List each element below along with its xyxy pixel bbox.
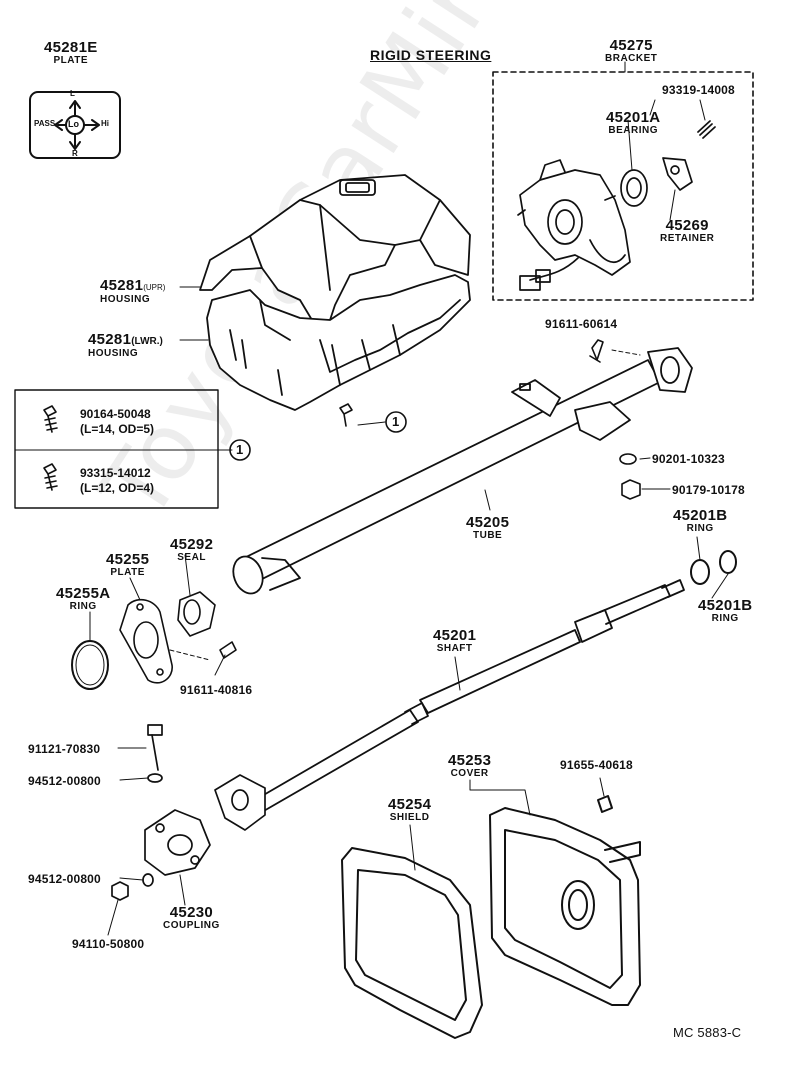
part-94512-00800-top: 94512-00800 bbox=[28, 774, 101, 788]
bracket-assembly-box bbox=[492, 71, 754, 301]
plate-icon-top: L bbox=[70, 89, 75, 98]
part-90179-10178: 90179-10178 bbox=[672, 483, 745, 497]
shield-45254-drawing bbox=[341, 847, 483, 1039]
lower-housing-drawing bbox=[206, 274, 471, 411]
cover-45253-drawing bbox=[489, 795, 641, 1006]
screw-note-2: 93315-14012(L=12, OD=4) bbox=[80, 466, 155, 495]
callout-circle-housing bbox=[385, 411, 407, 433]
plate-45255-drawing bbox=[119, 598, 173, 684]
ring-45201b-1-drawing bbox=[690, 559, 710, 585]
callout-circle-box bbox=[229, 439, 251, 461]
steering-shaft-drawing bbox=[254, 579, 685, 813]
part-90201-10323: 90201-10323 bbox=[652, 452, 725, 466]
plate-icon-right: Hi bbox=[101, 119, 109, 128]
callout-number-box: 1 bbox=[236, 442, 244, 457]
nut-90179-drawing bbox=[621, 479, 641, 500]
column-tube-drawing bbox=[232, 347, 693, 595]
bolt-91611-40816-drawing bbox=[169, 641, 237, 661]
part-91611-40816: 91611-40816 bbox=[180, 683, 253, 697]
part-91655-40618: 91655-40618 bbox=[560, 758, 633, 772]
part-94512-00800-bottom: 94512-00800 bbox=[28, 872, 101, 886]
part-91121-70830: 91121-70830 bbox=[28, 742, 101, 756]
part-93319-14008: 93319-14008 bbox=[662, 83, 735, 97]
part-94110-50800: 94110-50800 bbox=[72, 937, 145, 951]
ring-45201b-2-drawing bbox=[719, 550, 737, 574]
screw-note-1: 90164-50048(L=14, OD=5) bbox=[80, 407, 155, 436]
housing-screw-drawing bbox=[339, 403, 353, 427]
upper-housing-drawing bbox=[199, 174, 471, 326]
plate-icon-bottom: R bbox=[72, 149, 78, 158]
part-91611-60614: 91611-60614 bbox=[545, 317, 618, 331]
plate-icon-center: Lo bbox=[68, 119, 79, 129]
diagram-code: MC 5883-C bbox=[673, 1025, 742, 1040]
seal-45292-drawing bbox=[177, 591, 216, 637]
diagram-title: RIGID STEERING bbox=[370, 47, 492, 63]
combination-switch-plate bbox=[29, 91, 121, 159]
coupling-45230-drawing bbox=[111, 724, 266, 901]
plate-icon-left: PASS bbox=[34, 119, 56, 128]
leader-lines bbox=[14, 99, 729, 936]
label-45281-upper: 45281(UPR) HOUSING bbox=[100, 277, 166, 305]
bolt-91611-60614-drawing bbox=[589, 339, 641, 363]
label-45281-lower: 45281(LWR.) HOUSING bbox=[88, 331, 163, 359]
box-screws-drawing bbox=[43, 405, 58, 491]
callout-number-housing: 1 bbox=[392, 414, 400, 429]
ring-45255a-drawing bbox=[71, 640, 109, 690]
washer-90201-drawing bbox=[619, 453, 637, 465]
bracket-bearing-drawing bbox=[517, 120, 716, 291]
